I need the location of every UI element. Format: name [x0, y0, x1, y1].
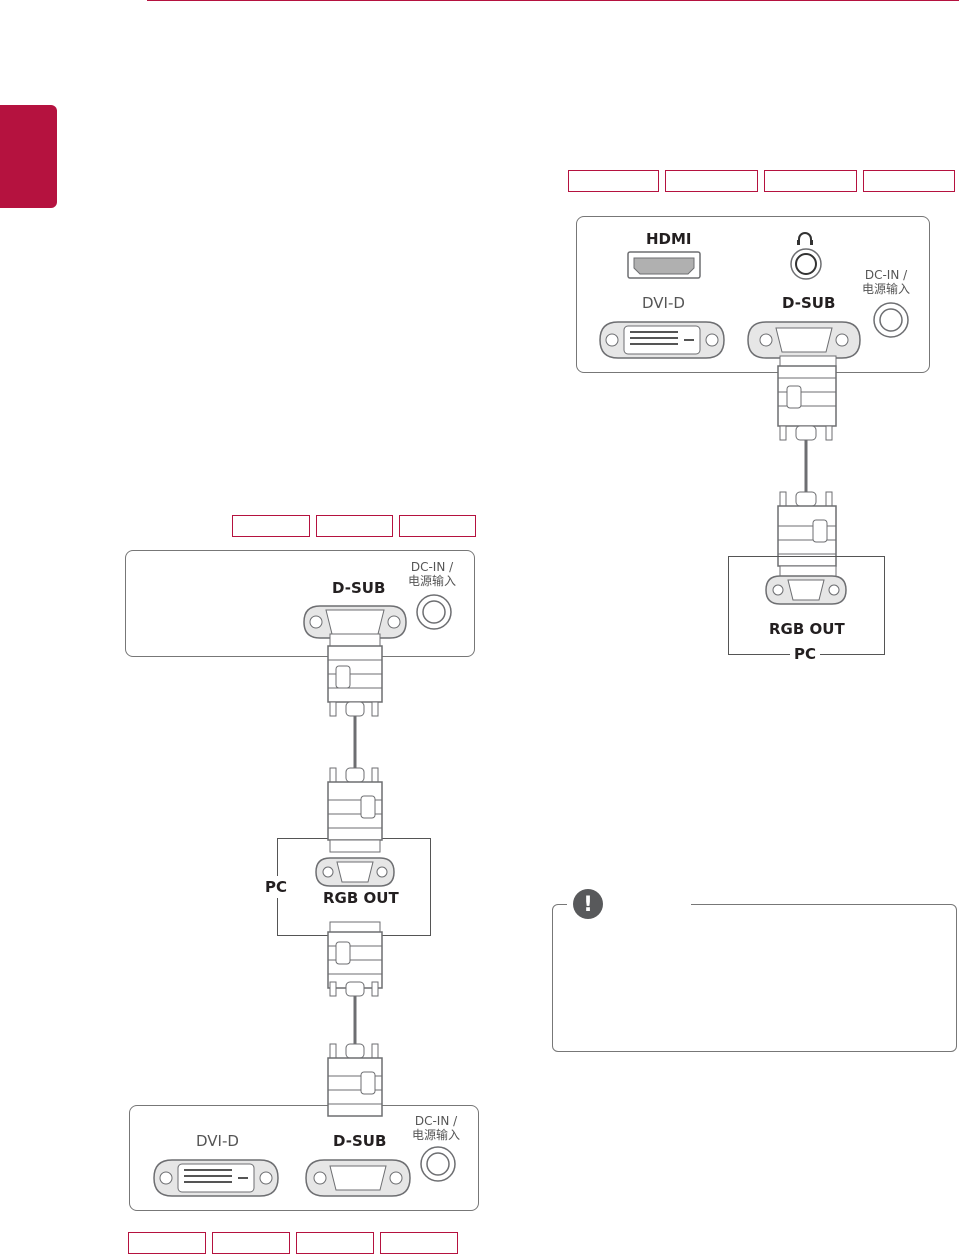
note-border-gap: [567, 902, 691, 908]
dc-in-line1: DC-IN /: [410, 560, 454, 574]
model-box: [296, 1232, 374, 1254]
vga-connector-icon: [327, 633, 383, 717]
caution-icon: !: [573, 889, 603, 919]
rgb-out-port-icon: [315, 857, 395, 887]
d-sub-port-icon: [747, 321, 861, 359]
dc-in-label: DC-IN / 电源输入: [862, 268, 910, 296]
d-sub-port-icon: [303, 605, 407, 639]
model-box: [665, 170, 758, 192]
hdmi-port-icon: [627, 251, 701, 279]
model-boxes-top-right: [568, 170, 955, 192]
dvi-d-label: DVI-D: [642, 294, 685, 312]
language-tab: [0, 105, 57, 208]
dc-in-line2: 电源输入: [862, 282, 911, 296]
headphone-icon: [797, 232, 813, 245]
rgb-out-label: RGB OUT: [769, 620, 845, 638]
dc-in-line1: DC-IN /: [864, 268, 908, 282]
dc-in-line1: DC-IN /: [414, 1114, 458, 1128]
pc-label: PC: [263, 876, 290, 898]
model-box: [316, 515, 393, 537]
dvi-d-port-icon: [599, 321, 725, 359]
rgb-out-port-icon: [765, 575, 847, 605]
top-rule: [147, 0, 959, 1]
model-boxes-bottom-left: [128, 1232, 458, 1254]
model-box: [128, 1232, 206, 1254]
model-box: [863, 170, 955, 192]
model-box: [568, 170, 659, 192]
dc-in-jack-icon: [873, 302, 909, 338]
pc-label: PC: [790, 645, 821, 663]
note-box: !: [552, 889, 957, 1052]
model-boxes-middle-left: [232, 515, 476, 537]
vga-connector-top-icon: [777, 355, 837, 441]
vga-connector-icon: [327, 921, 383, 997]
dvi-d-label: DVI-D: [196, 1132, 239, 1150]
dc-in-jack-icon: [416, 594, 452, 630]
model-box: [232, 515, 310, 537]
vga-connector-icon: [327, 1043, 383, 1117]
dc-in-line2: 电源输入: [408, 574, 457, 588]
dc-in-line2: 电源输入: [412, 1128, 461, 1142]
d-sub-label: D-SUB: [333, 1132, 387, 1150]
model-box: [380, 1232, 458, 1254]
headphone-jack-icon: [790, 248, 822, 280]
dc-in-label: DC-IN / 电源输入: [408, 560, 456, 588]
model-box: [399, 515, 476, 537]
model-box: [212, 1232, 290, 1254]
d-sub-port-icon: [305, 1159, 411, 1197]
vga-connector-icon: [327, 767, 383, 853]
rgb-out-label: RGB OUT: [323, 889, 399, 907]
model-box: [764, 170, 857, 192]
monitor-panel-left-top: [125, 550, 475, 657]
hdmi-label: HDMI: [646, 230, 692, 248]
d-sub-label: D-SUB: [332, 579, 386, 597]
dc-in-jack-icon: [420, 1146, 456, 1182]
dc-in-label: DC-IN / 电源输入: [412, 1114, 460, 1142]
d-sub-label: D-SUB: [782, 294, 836, 312]
dvi-d-port-icon: [153, 1159, 279, 1197]
